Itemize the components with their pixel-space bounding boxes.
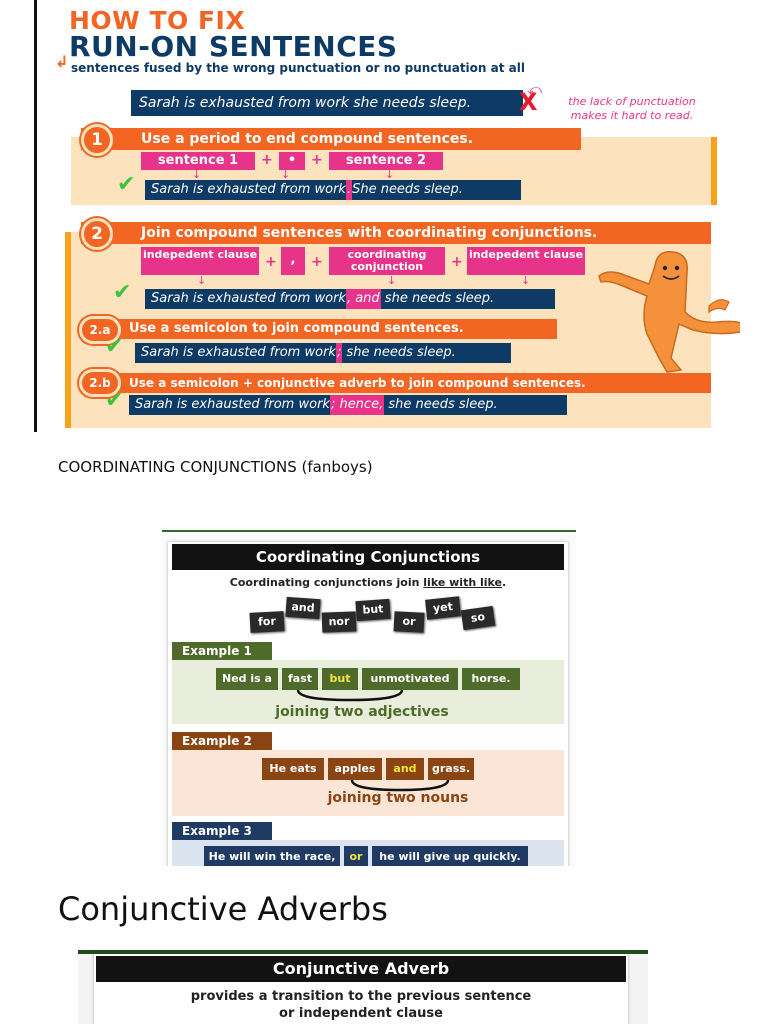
infographic-title-line1: HOW TO FIX (69, 6, 246, 35)
ca-subtitle: provides a transition to the previous se… (190, 989, 532, 1021)
example2-label: Example 2 (172, 732, 272, 750)
x-icon: X (519, 88, 538, 116)
example1-label: Example 1 (172, 642, 272, 660)
fanboys-word: and (285, 596, 321, 620)
arrow-down-icon: ↓ (197, 274, 207, 287)
run-on-sentences-infographic: HOW TO FIX RUN-ON SENTENCES ↲ sentences … (34, 0, 740, 432)
coordinating-conjunctions-infographic: Coordinating Conjunctions Coordinating c… (162, 530, 576, 866)
check-icon: ✔ (105, 334, 124, 359)
arrow-down-icon: ↓ (281, 168, 291, 181)
step2b-example: Sarah is exhausted from work; hence, she… (129, 395, 567, 415)
example2-tile: apples (328, 758, 382, 780)
plus-icon: + (265, 254, 277, 270)
step2b-title: Use a semicolon + conjunctive adverb to … (81, 373, 711, 393)
step1-example: Sarah is exhausted from work.She needs s… (145, 180, 521, 200)
infographic-title-line2: RUN-ON SENTENCES (69, 30, 398, 63)
cc-title: Coordinating Conjunctions (172, 544, 564, 570)
step2a-title: Use a semicolon to join compound sentenc… (81, 319, 557, 339)
fanboys-word: yet (425, 596, 461, 620)
fanboys-word: but (355, 598, 391, 622)
example2-tile-conjunction: and (386, 758, 424, 780)
step2a-example: Sarah is exhausted from work; she needs … (135, 343, 511, 363)
example2-tile: grass. (428, 758, 474, 780)
fanboys-word: nor (321, 611, 357, 633)
ca-title: Conjunctive Adverb (96, 956, 626, 982)
formula-coordinating-conjunction: coordinating conjunction (329, 247, 445, 275)
cc-subtitle: Coordinating conjunctions join like with… (229, 576, 507, 589)
conjunctive-adverb-infographic: Conjunctive Adverb provides a transition… (78, 950, 648, 1024)
step1-number: 1 (81, 124, 113, 156)
formula-comma: , (281, 247, 305, 275)
step2-title: Join compound sentences with coordinatin… (81, 222, 711, 244)
example1-tile: Ned is a (216, 668, 278, 690)
example3-tile: he will give up quickly. (372, 846, 528, 866)
example1-note: joining two adjectives (275, 704, 449, 720)
example3-tile: He will win the race, (204, 846, 340, 866)
arrow-down-icon: ↓ (192, 168, 202, 181)
step1-title: Use a period to end compound sentences. (81, 128, 581, 150)
section-heading: Conjunctive Adverbs (58, 890, 388, 928)
example1-tile: horse. (462, 668, 520, 690)
step2-number: 2 (81, 218, 113, 250)
check-icon: ✔ (105, 388, 124, 413)
formula-period: • (279, 152, 305, 170)
formula-independent-clause: indepedent clause (467, 247, 585, 275)
example2-tile: He eats (262, 758, 324, 780)
fanboys-word: so (460, 605, 496, 631)
step2a-number: 2.a (79, 316, 121, 344)
example1-tile: unmotivated (362, 668, 458, 690)
formula-sentence1: sentence 1 (141, 152, 255, 170)
check-icon: ✔ (113, 280, 132, 305)
fanboys-word: or (393, 611, 425, 633)
section-caption: COORDINATING CONJUNCTIONS (fanboys) (58, 458, 373, 476)
step2b-number: 2.b (79, 369, 121, 397)
arrow-down-icon: ↓ (385, 168, 395, 181)
bracket-icon (350, 779, 450, 792)
plus-icon: + (311, 254, 323, 270)
example3-label: Example 3 (172, 822, 272, 840)
infographic-subtitle: sentences fused by the wrong punctuation… (71, 61, 525, 75)
example3-tile-conjunction: or (344, 846, 368, 866)
example1-tile: fast (282, 668, 318, 690)
step2-example: Sarah is exhausted from work, and she ne… (145, 289, 555, 309)
bracket-icon (296, 689, 404, 702)
plus-icon: + (451, 254, 463, 270)
arrow-down-icon: ↓ (387, 274, 397, 287)
example1-tile-conjunction: but (322, 668, 358, 690)
bad-example: Sarah is exhausted from work she needs s… (131, 90, 523, 116)
check-icon: ✔ (117, 172, 136, 197)
curved-arrow-icon: ↲ (55, 52, 69, 71)
fanboys-word: for (249, 611, 285, 633)
mascot-illustration (598, 251, 740, 373)
arrow-down-icon: ↓ (521, 274, 531, 287)
plus-icon: + (311, 152, 323, 168)
note-arrow-icon: ⤺ (527, 82, 542, 98)
annotation-note: the lack of punctuation makes it hard to… (568, 95, 696, 122)
plus-icon: + (261, 152, 273, 168)
formula-sentence2: sentence 2 (329, 152, 443, 170)
example2-note: joining two nouns (327, 790, 469, 806)
formula-independent-clause: indepedent clause (141, 247, 259, 275)
